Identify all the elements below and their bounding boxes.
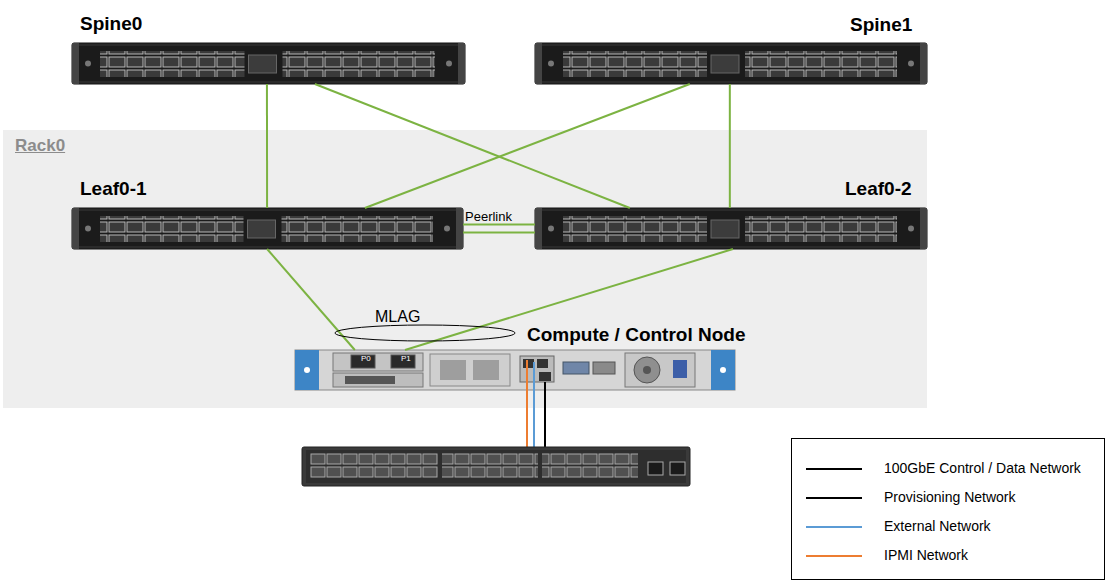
rack-label: Rack0 — [15, 136, 65, 156]
legend-text: Provisioning Network — [884, 489, 1016, 505]
link-label: Peerlink — [465, 209, 512, 224]
legend-frame — [792, 439, 1105, 580]
legend-sample — [806, 526, 862, 528]
switch-chassis — [72, 208, 463, 249]
device-name: Leaf0-1 — [80, 178, 147, 200]
switch-chassis — [535, 208, 927, 249]
leaf-switch: Leaf0-1 — [72, 208, 463, 249]
device-name: Spine0 — [80, 13, 142, 35]
switch-chassis — [72, 43, 465, 84]
device-name: Leaf0-2 — [845, 178, 912, 200]
spine-switch: Spine0 — [72, 43, 465, 84]
legend-sample — [806, 555, 862, 557]
legend-text: IPMI Network — [884, 547, 968, 563]
port-label: P1 — [401, 354, 411, 363]
device-name: Spine1 — [850, 14, 912, 36]
port-label: P0 — [361, 354, 371, 363]
switch-chassis — [535, 43, 927, 84]
legend-sample — [806, 497, 862, 499]
spine-switch: Spine1 — [535, 43, 927, 84]
legend-sample — [806, 468, 862, 470]
device-name: Compute / Control Node — [527, 324, 745, 346]
leaf-switch: Leaf0-2 — [535, 208, 927, 249]
legend-text: 100GbE Control / Data Network — [884, 460, 1081, 476]
rack-band: Leaf0-1Leaf0-2Compute / Control NodeRack… — [3, 130, 927, 408]
management-switch — [302, 447, 690, 486]
legend-text: External Network — [884, 518, 991, 534]
group-label: MLAG — [375, 308, 420, 326]
